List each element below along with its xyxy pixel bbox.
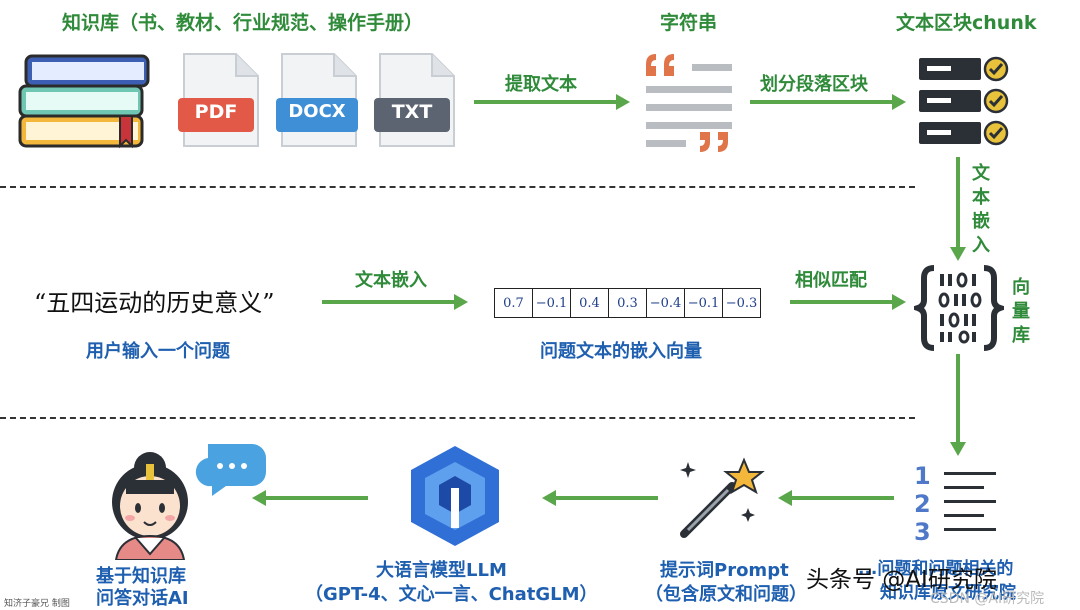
numbered-list-icon: 1 2 3 (914, 462, 931, 546)
arrow-left-icon (778, 490, 894, 506)
embedding-vector: 0.7 −0.1 0.4 0.3 −0.4 −0.1 −0.3 (494, 288, 761, 318)
string-title: 字符串 (660, 12, 718, 34)
pdf-label: PDF (194, 101, 238, 123)
retrieved-caption-line1: ...问题和问题相关的 (858, 559, 1014, 579)
ai-caption-line2: 问答对话AI (96, 588, 189, 609)
vector-db-vertical-label: 向量库 (1012, 277, 1030, 346)
arrow-left-icon (542, 490, 658, 506)
prompt-caption-line1: 提示词Prompt (660, 560, 789, 581)
docx-file-icon (276, 53, 358, 147)
watermark-text: 头条号 @AI研究院 (806, 567, 997, 593)
list-lines-icon (944, 472, 996, 531)
arrow-right-icon (790, 294, 906, 310)
docx-label: DOCX (288, 101, 346, 122)
books-icon (18, 54, 150, 149)
vector-cell: −0.4 (647, 289, 685, 317)
pdf-file-icon (178, 53, 259, 147)
author-credit: 知济子豪兄 制图 (4, 599, 70, 609)
vector-database-icon (914, 265, 1004, 351)
txt-file-icon (374, 53, 455, 147)
prompt-caption-line2: （包含原文和问题） (645, 584, 807, 605)
vector-cell: −0.1 (685, 289, 723, 317)
retrieved-caption-line2: 知识库原文研究院 (880, 583, 1016, 603)
dashed-divider (0, 417, 915, 419)
arrow-right-icon (474, 94, 630, 110)
similarity-match-label: 相似匹配 (795, 270, 867, 291)
vector-cell: 0.7 (495, 289, 533, 317)
user-query-text: “五四运动的历史意义” (34, 289, 275, 317)
vector-cell: 0.3 (609, 289, 647, 317)
user-query-caption: 用户输入一个问题 (86, 341, 230, 362)
vector-cell: 0.4 (571, 289, 609, 317)
extract-text-label: 提取文本 (505, 74, 577, 95)
vector-cell: −0.1 (533, 289, 571, 317)
vector-cell: −0.3 (725, 295, 758, 311)
txt-label: TXT (391, 101, 433, 123)
arrow-down-icon (950, 354, 966, 456)
text-embedding-vertical-label: 文本嵌入 (972, 163, 990, 256)
arrow-right-icon (750, 94, 906, 110)
list-number: 1 (914, 462, 931, 490)
ai-character-icon (112, 444, 266, 560)
llm-caption-line2: （GPT-4、文心一言、ChatGLM） (305, 584, 598, 605)
quote-text-icon (646, 54, 732, 152)
llm-caption-line1: 大语言模型LLM (376, 560, 507, 581)
chunk-list-icon (919, 56, 1009, 146)
magic-wand-icon (680, 457, 765, 538)
ai-caption-line1: 基于知识库 (96, 566, 186, 587)
list-number: 2 (914, 490, 931, 518)
split-chunks-label: 划分段落区块 (760, 74, 868, 95)
knowledge-base-title: 知识库（书、教材、行业规范、操作手册） (62, 12, 424, 34)
arrow-down-icon (950, 157, 966, 261)
chunk-title: 文本区块chunk (896, 12, 1037, 34)
arrow-left-icon (252, 490, 368, 506)
csdn-watermark: CSDN @AI研究院 (930, 591, 1045, 607)
list-number: 3 (914, 518, 931, 546)
dashed-divider (0, 186, 915, 188)
arrow-right-icon (322, 294, 468, 310)
embed-arrow-label: 文本嵌入 (355, 270, 427, 291)
llm-logo-icon (411, 446, 499, 546)
vector-caption: 问题文本的嵌入向量 (540, 341, 702, 362)
